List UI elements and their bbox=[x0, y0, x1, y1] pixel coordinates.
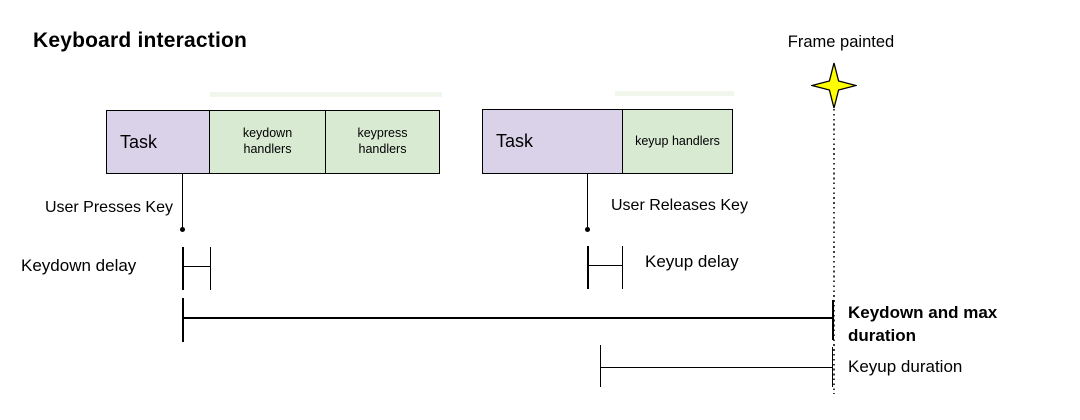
task-segment-label: Task bbox=[496, 131, 534, 151]
faint-top-strip bbox=[210, 92, 442, 97]
faint-top-strip bbox=[615, 91, 734, 96]
frame-painted-guideline bbox=[833, 109, 835, 394]
task-bar-keydown: Task keydown handlers keypress handlers bbox=[106, 110, 440, 174]
keydown-handlers-label: keydown handlers bbox=[242, 126, 293, 156]
task-segment-label: Task bbox=[120, 131, 158, 152]
keyup-handlers-segment: keyup handlers bbox=[622, 109, 733, 174]
keyup-duration-line bbox=[601, 366, 833, 368]
keyup-delay-marker bbox=[587, 246, 623, 289]
keydown-delay-label: Keydown delay bbox=[21, 256, 137, 275]
user-presses-key-label: User Presses Key bbox=[44, 199, 173, 216]
task-bar-keyup: Task keyup handlers bbox=[482, 109, 733, 174]
keyup-handlers-label: keyup handlers bbox=[635, 133, 720, 148]
keydown-duration-right-cap bbox=[831, 300, 834, 340]
press-arrow-line bbox=[181, 174, 183, 228]
keypress-handlers-segment: keypress handlers bbox=[325, 110, 440, 174]
keyup-duration-left-cap bbox=[600, 345, 602, 387]
keypress-handlers-label: keypress handlers bbox=[357, 126, 408, 156]
press-arrow-head bbox=[179, 227, 185, 232]
diagram-title: Keyboard interaction bbox=[33, 29, 248, 52]
user-releases-key-label: User Releases Key bbox=[611, 197, 748, 214]
task-segment: Task bbox=[482, 109, 623, 174]
keyup-delay-label: Keyup delay bbox=[645, 252, 739, 271]
keydown-duration-left-cap bbox=[182, 298, 184, 342]
release-arrow-head bbox=[584, 227, 590, 232]
keydown-max-duration-label: Keydown and max duration bbox=[848, 303, 998, 345]
keyup-duration-right-cap bbox=[831, 347, 834, 387]
task-segment: Task bbox=[106, 110, 210, 174]
four-point-star-icon bbox=[811, 62, 857, 109]
keydown-duration-line bbox=[183, 316, 833, 319]
release-arrow-line bbox=[586, 174, 588, 228]
keydown-delay-marker bbox=[182, 247, 211, 290]
frame-painted-label: Frame painted bbox=[787, 33, 895, 51]
keydown-handlers-segment: keydown handlers bbox=[209, 110, 326, 174]
keyup-duration-label: Keyup duration bbox=[848, 357, 963, 376]
